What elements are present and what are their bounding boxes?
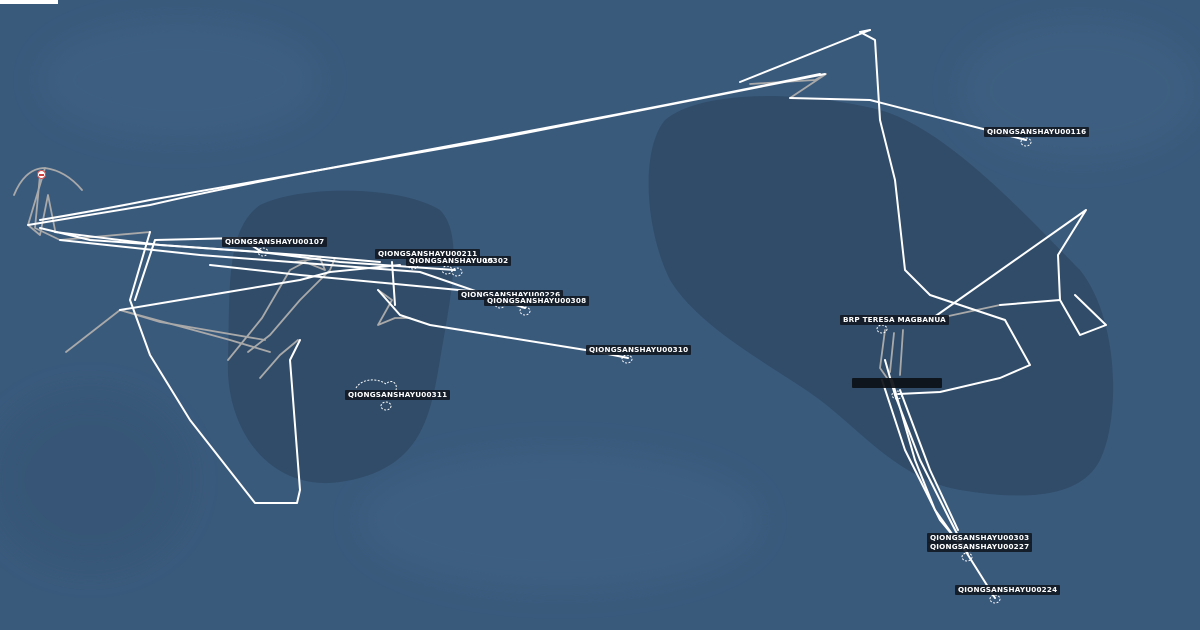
vessel-marker[interactable] xyxy=(451,267,463,277)
faded-tracks xyxy=(13,73,1001,379)
vessel-label[interactable]: QIONGSANSHAYU00302 xyxy=(406,256,512,266)
vessel-marker[interactable] xyxy=(876,324,888,334)
home-port-icon[interactable] xyxy=(37,170,46,179)
vessel-marker[interactable] xyxy=(989,594,1001,604)
vessel-label[interactable]: QIONGSANSHAYU00224 xyxy=(955,585,1061,595)
water-texture xyxy=(0,20,1200,590)
vessel-marker[interactable] xyxy=(441,265,453,275)
vessel-marker[interactable] xyxy=(1020,137,1032,147)
vessel-label[interactable]: QIONGSANSHAYU00226 xyxy=(458,290,564,300)
vessel-label[interactable]: QIONGSANSHAYU00303 xyxy=(927,533,1033,543)
shoal-area-east xyxy=(648,96,1114,496)
vessel-marker[interactable] xyxy=(891,390,903,400)
vessel-label[interactable]: QIONGSANSHAYU00211 xyxy=(375,249,481,259)
vessel-label[interactable]: QIONGSANSHAYU00107 xyxy=(222,237,328,247)
vessel-label[interactable] xyxy=(852,378,942,388)
vessel-cluster-marker[interactable] xyxy=(355,379,397,391)
vessel-label[interactable]: QIONGSANSHAYU00227 xyxy=(927,542,1033,552)
vessel-marker[interactable] xyxy=(380,401,392,411)
vessel-label[interactable]: QIONGSANSHAYU00311 xyxy=(345,390,451,400)
vessel-label[interactable]: BRP TERESA MAGBANUA xyxy=(840,315,949,325)
vessel-marker[interactable] xyxy=(257,247,269,257)
vessel-marker[interactable] xyxy=(961,552,973,562)
vessel-marker[interactable] xyxy=(519,306,531,316)
corner-panel xyxy=(0,0,58,4)
vessel-label[interactable]: QIONGSANSHAYU00310 xyxy=(586,345,692,355)
vessel-label[interactable]: 15 xyxy=(483,256,494,265)
vessel-label[interactable]: QIONGSANSHAYU00308 xyxy=(484,296,590,306)
vessel-label[interactable]: QIONGSANSHAYU00116 xyxy=(984,127,1090,137)
vessel-marker[interactable] xyxy=(621,354,633,364)
shoal-area-west xyxy=(227,190,454,484)
